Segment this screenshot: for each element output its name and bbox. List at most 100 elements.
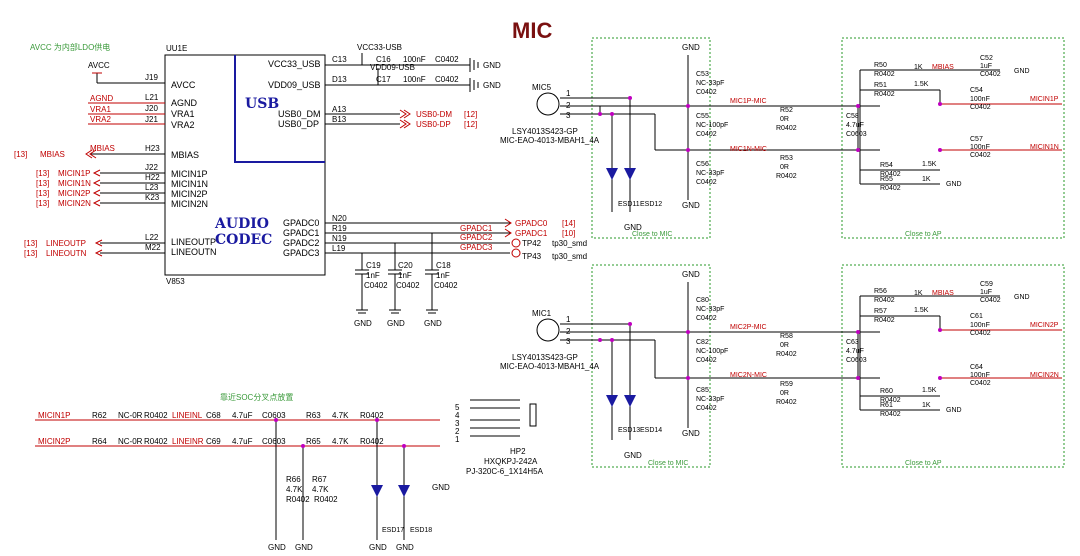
svg-text:1K: 1K [914, 290, 923, 297]
tp43-ref: TP43 [522, 252, 542, 261]
svg-text:D13: D13 [332, 75, 347, 84]
svg-text:C68: C68 [206, 411, 221, 420]
svg-text:VRA2: VRA2 [171, 120, 195, 130]
svg-text:MICIN2N: MICIN2N [171, 199, 208, 209]
svg-text:GND: GND [396, 543, 414, 552]
svg-text:NC-0R: NC-0R [118, 437, 143, 446]
svg-text:R19: R19 [332, 224, 347, 233]
svg-text:C19: C19 [366, 261, 381, 270]
svg-text:R0402: R0402 [874, 317, 895, 324]
svg-text:HP2: HP2 [510, 447, 526, 456]
svg-text:R0402: R0402 [286, 495, 310, 504]
svg-text:GND: GND [624, 223, 642, 232]
svg-text:GND: GND [387, 319, 405, 328]
svg-text:LINEOUTN: LINEOUTN [171, 247, 217, 257]
chip-part: V853 [166, 277, 185, 286]
svg-text:R0402: R0402 [144, 437, 168, 446]
svg-text:VRA2: VRA2 [90, 115, 111, 124]
svg-text:C0402: C0402 [970, 104, 991, 111]
svg-text:C0402: C0402 [970, 330, 991, 337]
svg-text:GND: GND [682, 429, 700, 438]
svg-text:C0402: C0402 [696, 131, 717, 138]
svg-text:R0402: R0402 [880, 185, 901, 192]
svg-text:K23: K23 [145, 193, 160, 202]
svg-text:[13]: [13] [36, 179, 49, 188]
svg-text:100nF: 100nF [970, 96, 990, 103]
svg-text:MIC5: MIC5 [532, 83, 552, 92]
svg-text:4.7K: 4.7K [332, 411, 349, 420]
svg-text:[13]: [13] [24, 249, 37, 258]
svg-text:C0402: C0402 [435, 75, 459, 84]
svg-text:GND: GND [369, 543, 387, 552]
svg-text:1nF: 1nF [366, 271, 380, 280]
audio-block-label: AUDIO [214, 216, 269, 232]
svg-text:4.7uF: 4.7uF [232, 437, 253, 446]
chip-right-pin-names: VCC33_USB VDD09_USB USB0_DM USB0_DP GPAD… [268, 59, 321, 258]
svg-text:MICIN2P: MICIN2P [58, 189, 90, 198]
svg-text:R51: R51 [874, 82, 887, 89]
svg-text:1: 1 [566, 315, 571, 324]
svg-text:C52: C52 [980, 55, 993, 62]
svg-text:GND: GND [295, 543, 313, 552]
svg-text:R0402: R0402 [776, 125, 797, 132]
svg-text:C0402: C0402 [396, 281, 420, 290]
svg-text:M22: M22 [145, 243, 161, 252]
svg-text:1: 1 [455, 435, 460, 444]
svg-text:0R: 0R [780, 342, 789, 349]
svg-text:2: 2 [455, 427, 460, 436]
svg-text:C0402: C0402 [696, 405, 717, 412]
svg-text:C13: C13 [332, 55, 347, 64]
usb-block-label: USB [245, 96, 279, 112]
svg-text:R0402: R0402 [874, 71, 895, 78]
svg-text:4.7uF: 4.7uF [232, 411, 253, 420]
svg-text:C64: C64 [970, 364, 983, 371]
svg-text:NC-33pF: NC-33pF [696, 306, 724, 313]
chip-left-pin-numbers: J19 L21 J20 J21 H23 J22 H22 L23 K23 L22 … [145, 73, 161, 252]
svg-text:R0402: R0402 [776, 173, 797, 180]
svg-text:NC-100pF: NC-100pF [696, 348, 728, 355]
svg-text:R60: R60 [880, 388, 893, 395]
svg-text:R50: R50 [874, 62, 887, 69]
svg-text:GPADC0: GPADC0 [283, 218, 319, 228]
svg-text:HXQKPJ-242A: HXQKPJ-242A [484, 457, 538, 466]
svg-text:R0402: R0402 [880, 171, 901, 178]
svg-text:R0402: R0402 [360, 411, 384, 420]
svg-text:GPADC1: GPADC1 [460, 224, 493, 233]
svg-text:NC-33pF: NC-33pF [696, 170, 724, 177]
svg-text:R62: R62 [92, 411, 107, 420]
svg-text:5: 5 [455, 403, 460, 412]
svg-text:100nF: 100nF [403, 75, 426, 84]
svg-text:100nF: 100nF [970, 322, 990, 329]
svg-text:R67: R67 [312, 475, 327, 484]
svg-text:J21: J21 [145, 115, 158, 124]
svg-text:1nF: 1nF [398, 271, 412, 280]
chip-left-wires [88, 72, 165, 254]
svg-text:R55: R55 [880, 176, 893, 183]
svg-text:1uF: 1uF [980, 63, 992, 70]
svg-text:GND: GND [1014, 68, 1030, 75]
svg-text:R0402: R0402 [874, 91, 895, 98]
svg-text:L19: L19 [332, 244, 346, 253]
svg-text:L23: L23 [145, 183, 159, 192]
svg-text:MIC2N-MIC: MIC2N-MIC [730, 372, 767, 379]
svg-text:LINEINL: LINEINL [172, 411, 203, 420]
svg-text:MICIN1P: MICIN1P [38, 411, 70, 420]
gnd-symbols-usb [469, 58, 479, 92]
svg-text:GND: GND [946, 181, 962, 188]
avcc-note: AVCC 为内部LDO供电 [30, 42, 110, 52]
svg-text:4.7K: 4.7K [312, 485, 329, 494]
svg-text:GPADC3: GPADC3 [460, 243, 493, 252]
svg-text:GPADC1: GPADC1 [515, 229, 548, 238]
svg-text:C0603: C0603 [846, 357, 867, 364]
svg-text:A13: A13 [332, 105, 347, 114]
svg-text:GND: GND [946, 407, 962, 414]
svg-text:AGND: AGND [90, 94, 113, 103]
svg-text:MBIAS: MBIAS [40, 150, 65, 159]
svg-text:100nF: 100nF [970, 144, 990, 151]
svg-text:R58: R58 [780, 333, 793, 340]
svg-text:GND: GND [424, 319, 442, 328]
svg-text:H23: H23 [145, 144, 160, 153]
svg-text:MICIN1N: MICIN1N [58, 179, 91, 188]
usb-arrows [399, 109, 512, 238]
svg-text:MICIN2P: MICIN2P [1030, 322, 1059, 329]
